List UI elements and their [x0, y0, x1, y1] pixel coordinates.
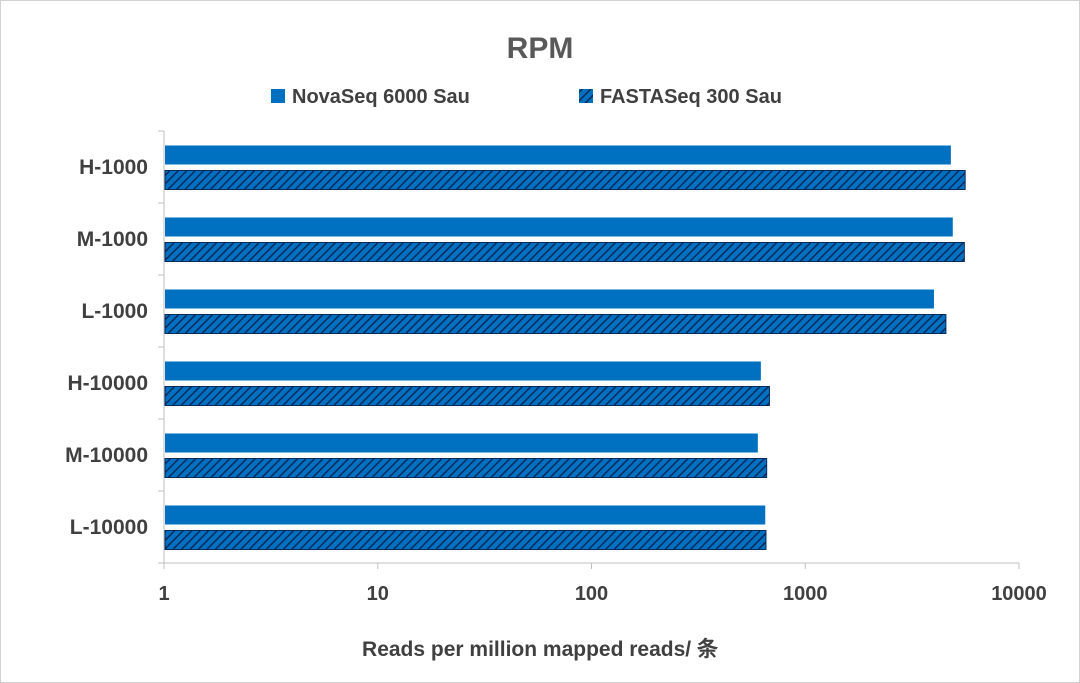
category-label: L-10000	[70, 516, 148, 539]
legend-swatch-novaseq	[271, 89, 285, 103]
bar-novaseq	[165, 217, 953, 237]
x-tick-label: 100	[575, 583, 608, 605]
bar-novaseq	[165, 361, 761, 381]
bar-novaseq	[165, 145, 951, 165]
category-label: M-10000	[65, 444, 148, 467]
x-tick-label: 10	[367, 583, 389, 605]
bar-fastaseq	[164, 242, 965, 262]
plot-area: 1 10 100 1000 10000 H-1000M-1000L-1000H-10000…	[65, 130, 1047, 605]
bar-novaseq	[165, 505, 766, 525]
bar-fastaseq	[164, 530, 767, 550]
bar-novaseq	[165, 289, 934, 309]
bar-fastaseq	[164, 170, 966, 190]
bar-fastaseq	[164, 458, 768, 478]
legend-label-novaseq: NovaSeq 6000 Sau	[292, 86, 470, 108]
x-tick-label: 10000	[991, 583, 1047, 605]
legend: NovaSeq 6000 Sau FASTASeq 300 Sau	[271, 86, 782, 108]
x-tick-label: 1000	[783, 583, 828, 605]
category-label: M-1000	[77, 228, 148, 251]
bar-fastaseq	[164, 386, 770, 406]
x-axis-title: Reads per million mapped reads/ 条	[362, 637, 719, 661]
x-tick-label: 1	[158, 583, 169, 605]
chart-title: RPM	[507, 32, 574, 65]
category-label: L-1000	[81, 300, 148, 323]
legend-label-fastaseq: FASTASeq 300 Sau	[600, 86, 782, 108]
bar-fastaseq	[164, 314, 947, 334]
category-label: H-1000	[79, 156, 148, 179]
category-label: H-10000	[67, 372, 148, 395]
legend-swatch-fastaseq	[579, 89, 593, 103]
bar-novaseq	[165, 433, 758, 453]
